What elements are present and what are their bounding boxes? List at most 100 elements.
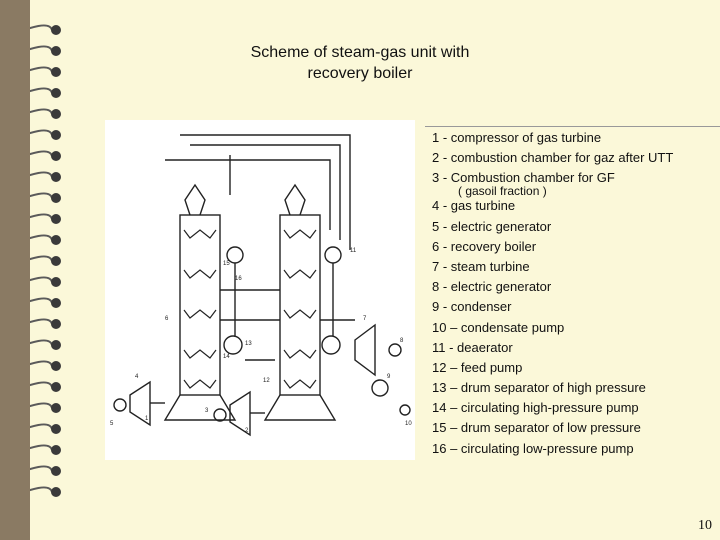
boiler-left-icon bbox=[179, 214, 221, 396]
binding-ring-icon bbox=[30, 192, 61, 203]
legend-item: 6 - recovery boiler bbox=[432, 239, 720, 259]
pipe-connections bbox=[220, 289, 355, 361]
slide-title: Scheme of steam-gas unit with recovery b… bbox=[230, 42, 490, 84]
diagram-label: 10 bbox=[405, 421, 412, 427]
drum-lp-right-icon bbox=[324, 246, 342, 264]
diagram-label: 12 bbox=[263, 378, 270, 384]
binding-ring-icon bbox=[30, 87, 61, 98]
legend-item: 16 – circulating low-pressure pump bbox=[432, 441, 720, 461]
binding-ring-icon bbox=[30, 297, 61, 308]
binding-ring-icon bbox=[30, 465, 61, 476]
legend-item: 2 - combustion chamber for gaz after UTT bbox=[432, 150, 720, 170]
binding-ring-icon bbox=[30, 234, 61, 245]
legend-item: 7 - steam turbine bbox=[432, 259, 720, 279]
heat-exchanger-coil bbox=[183, 269, 217, 279]
heat-exchanger-coil bbox=[183, 379, 217, 389]
diagram-label: 16 bbox=[235, 276, 242, 282]
legend-item-subtext: ( gasoil fraction ) bbox=[458, 184, 547, 199]
diagram-label: 3 bbox=[205, 408, 209, 414]
diagram-label: 4 bbox=[135, 374, 139, 380]
legend-item: 13 – drum separator of high pressure bbox=[432, 380, 720, 400]
binding-ring-icon bbox=[30, 45, 61, 56]
diagram-label: 14 bbox=[223, 354, 230, 360]
legend-item-text: 13 – drum separator of high pressure bbox=[432, 380, 646, 396]
heat-exchanger-coil bbox=[283, 229, 317, 239]
gas-turbine-left-icon bbox=[113, 380, 165, 427]
heat-exchanger-coil bbox=[283, 269, 317, 279]
boiler-right-icon bbox=[279, 214, 321, 396]
legend-rule bbox=[425, 126, 720, 127]
legend-item-text: 8 - electric generator bbox=[432, 279, 552, 295]
binding-ring-icon bbox=[30, 66, 61, 77]
legend-item-text: 10 – condensate pump bbox=[432, 319, 565, 335]
legend-item: 9 - condenser bbox=[432, 299, 720, 319]
legend-item: 8 - electric generator bbox=[432, 279, 720, 299]
notebook-page: Scheme of steam-gas unit with recovery b… bbox=[30, 0, 720, 540]
binding-ring-icon bbox=[30, 339, 61, 350]
legend-item: 12 – feed pump bbox=[432, 360, 720, 380]
legend-item-text: 9 - condenser bbox=[432, 299, 512, 315]
spiral-binding bbox=[30, 24, 61, 497]
binding-ring-icon bbox=[30, 423, 61, 434]
boiler-left-stack-icon bbox=[184, 183, 206, 216]
binding-ring-icon bbox=[30, 255, 61, 266]
binding-ring-icon bbox=[30, 381, 61, 392]
boiler-left-base-icon bbox=[163, 394, 237, 421]
drum-hp-left-icon bbox=[223, 335, 243, 355]
legend-item-text: 12 – feed pump bbox=[432, 359, 523, 375]
pipe-top bbox=[180, 134, 351, 250]
legend-item: 10 – condensate pump bbox=[432, 320, 720, 340]
pipe-risers bbox=[234, 263, 334, 337]
legend-item-text: 16 – circulating low-pressure pump bbox=[432, 440, 634, 456]
legend-item: 15 – drum separator of low pressure bbox=[432, 420, 720, 440]
diagram-label: 15 bbox=[223, 261, 230, 267]
heat-exchanger-coil bbox=[283, 379, 317, 389]
title-line-1: Scheme of steam-gas unit with bbox=[250, 44, 470, 61]
legend-item: 3 - Combustion chamber for GF( gasoil fr… bbox=[432, 170, 720, 198]
boiler-right-stack-icon bbox=[284, 183, 306, 216]
diagram-label: 5 bbox=[110, 421, 114, 427]
legend-item: 5 - electric generator bbox=[432, 219, 720, 239]
diagram-label: 11 bbox=[350, 248, 357, 254]
steam-turbine-icon bbox=[354, 323, 376, 377]
legend-item: 4 - gas turbine bbox=[432, 198, 720, 218]
heat-exchanger-coil bbox=[183, 349, 217, 359]
diagram-label: 7 bbox=[363, 316, 367, 322]
drum-hp-right-icon bbox=[321, 335, 341, 355]
binding-ring-icon bbox=[30, 24, 61, 35]
legend-item-text: 15 – drum separator of low pressure bbox=[432, 420, 641, 436]
binding-ring-icon bbox=[30, 360, 61, 371]
legend-item-text: 1 - compressor of gas turbine bbox=[432, 130, 602, 145]
component-legend: 1 - compressor of gas turbine 2 - combust… bbox=[432, 130, 720, 461]
legend-item-text: 5 - electric generator bbox=[432, 218, 552, 234]
pump-icon bbox=[399, 404, 411, 416]
legend-item: 11 - deaerator bbox=[432, 340, 720, 360]
diagram-label: 1 bbox=[145, 416, 149, 422]
binding-ring-icon bbox=[30, 150, 61, 161]
diagram-label: 9 bbox=[387, 374, 391, 380]
pipe-top-2 bbox=[190, 144, 341, 240]
diagram-label: 13 bbox=[245, 341, 252, 347]
condenser-icon bbox=[371, 379, 389, 397]
legend-item-text: 2 - combustion chamber for gaz after UTT bbox=[432, 150, 674, 166]
binding-ring-icon bbox=[30, 402, 61, 413]
diagram-label: 8 bbox=[400, 338, 404, 344]
binding-ring-icon bbox=[30, 486, 61, 497]
heat-exchanger-coil bbox=[183, 229, 217, 239]
binding-ring-icon bbox=[30, 318, 61, 329]
heat-exchanger-coil bbox=[283, 349, 317, 359]
diagram-label: 2 bbox=[245, 428, 249, 434]
title-line-2: recovery boiler bbox=[307, 65, 413, 82]
binding-ring-icon bbox=[30, 171, 61, 182]
legend-item-text: 3 - Combustion chamber for GF bbox=[432, 170, 615, 186]
heat-exchanger-coil bbox=[183, 309, 217, 319]
legend-item-text: 7 - steam turbine bbox=[432, 258, 530, 274]
legend-item-text: 6 - recovery boiler bbox=[432, 238, 537, 254]
legend-item-text: 4 - gas turbine bbox=[432, 198, 516, 214]
heat-exchanger-coil bbox=[283, 309, 317, 319]
binding-ring-icon bbox=[30, 108, 61, 119]
legend-item-text: 11 - deaerator bbox=[432, 339, 513, 355]
legend-item: 14 – circulating high-pressure pump bbox=[432, 400, 720, 420]
gas-turbine-right-icon bbox=[213, 390, 265, 437]
